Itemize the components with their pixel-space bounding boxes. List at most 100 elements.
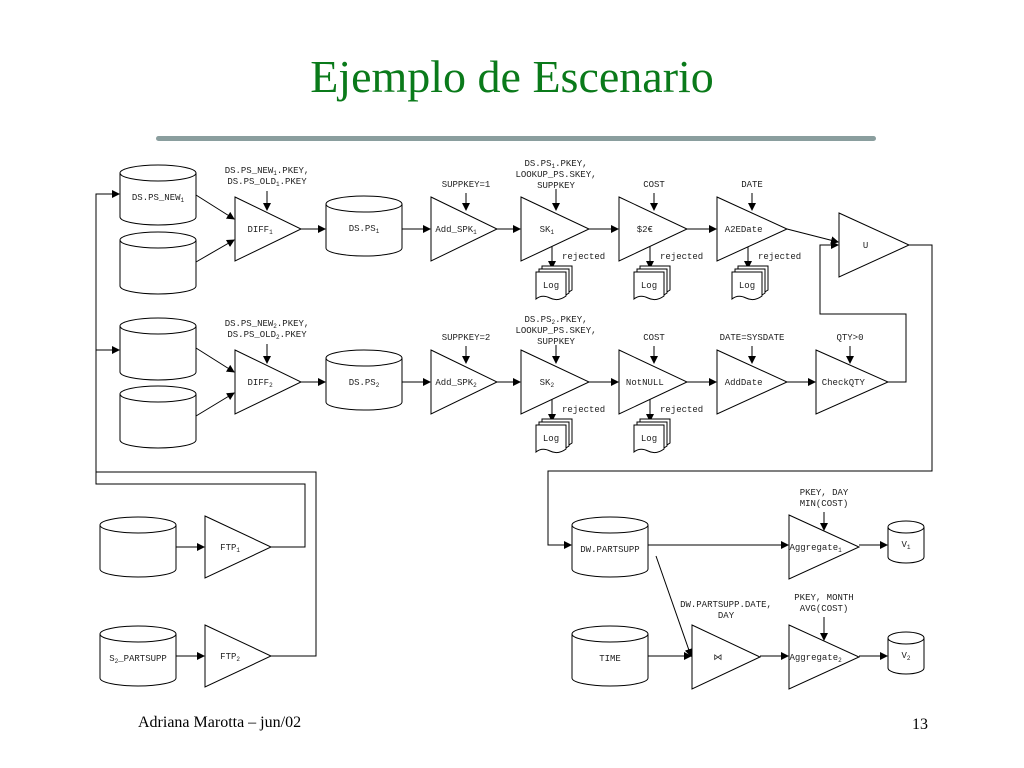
annotation-line: DAY xyxy=(718,611,735,621)
log-log5: Log xyxy=(633,418,671,454)
rejected-label: rejected xyxy=(660,252,703,262)
datastore-ds_ps_new2 xyxy=(119,317,197,381)
datastore-label: DS.PS2 xyxy=(349,378,380,389)
flow-edge xyxy=(195,239,235,263)
activity-agg1: Aggregate1 xyxy=(788,514,861,580)
datastore-label: DS.PS_NEW1 xyxy=(132,193,185,204)
log-label: Log xyxy=(641,434,657,444)
annotation-a_spk1: SUPPKEY=1 xyxy=(442,180,491,190)
annotation-line: QTY>0 xyxy=(836,333,863,343)
activity-label: DIFF1 xyxy=(247,225,273,236)
annotation-line: DS.PS_NEW1.PKEY, xyxy=(225,166,310,177)
activity-label: Aggregate1 xyxy=(789,543,842,554)
datastore-label: V2 xyxy=(901,651,910,662)
annotation-line: DS.PS1.PKEY, xyxy=(524,159,587,170)
activity-sk2: SK2 xyxy=(520,349,591,415)
annotation-line: SUPPKEY=2 xyxy=(442,333,491,343)
annotation-line: COST xyxy=(643,333,665,343)
activity-label: ⋈ xyxy=(713,653,722,663)
activity-notnull: NotNULL xyxy=(618,349,689,415)
activity-sk1: SK1 xyxy=(520,196,591,262)
log-log3: Log xyxy=(731,265,769,301)
activity-ftp1: FTP1 xyxy=(204,515,273,579)
annotation-a_spk2: SUPPKEY=2 xyxy=(442,333,491,343)
activity-label: U xyxy=(863,241,868,251)
annotation-a_diff2: DS.PS_NEW2.PKEY,DS.PS_OLD2.PKEY xyxy=(225,319,310,341)
datastore-label: S2_PARTSUPP xyxy=(109,654,167,665)
flow-edge xyxy=(95,346,306,548)
annotation-line: AVG(COST) xyxy=(800,604,849,614)
activity-add_spk2: Add_SPK2 xyxy=(430,349,499,415)
annotation-line: DS.PS_NEW2.PKEY, xyxy=(225,319,310,330)
annotation-line: DS.PS_OLD1.PKEY xyxy=(227,177,307,188)
flow-edge xyxy=(786,228,839,245)
datastore-s2_partsupp: S2_PARTSUPP xyxy=(99,625,177,687)
log-label: Log xyxy=(543,281,559,291)
flow-edge xyxy=(195,347,235,373)
slide-title: Ejemplo de Escenario xyxy=(310,51,714,102)
activity-label: DIFF2 xyxy=(247,378,273,389)
log-label: Log xyxy=(641,281,657,291)
activity-label: AddDate xyxy=(725,378,763,388)
annotation-line: DS.PS_OLD2.PKEY xyxy=(227,330,307,341)
datastore-dw_partsupp: DW.PARTSUPP xyxy=(571,516,649,578)
activity-label: SK2 xyxy=(540,378,555,389)
annotation-line: COST xyxy=(643,180,665,190)
activity-label: FTP2 xyxy=(220,652,240,663)
title-underline xyxy=(156,136,876,141)
annotation-line: PKEY, DAY xyxy=(800,488,849,498)
datastore-label: DS.PS1 xyxy=(349,224,380,235)
log-label: Log xyxy=(543,434,559,444)
activity-d2e: $2€ xyxy=(618,196,689,262)
activity-checkqty: CheckQTY xyxy=(815,349,890,415)
datastore-v1: V1 xyxy=(887,520,925,564)
flow-edge xyxy=(655,555,693,657)
log-label: Log xyxy=(739,281,755,291)
datastore-label: V1 xyxy=(901,540,910,551)
annotation-a_qty: QTY>0 xyxy=(836,333,863,343)
activity-ftp2: FTP2 xyxy=(204,624,273,688)
activity-label: NotNULL xyxy=(626,378,664,388)
activity-diff2: DIFF2 xyxy=(234,349,303,415)
flow-edge xyxy=(95,190,317,657)
activity-union: U xyxy=(838,212,911,278)
annotation-a_date2: DATE=SYSDATE xyxy=(720,333,785,343)
activity-label: SK1 xyxy=(540,225,555,236)
annotation-line: PKEY, MONTH xyxy=(794,593,853,603)
annotation-a_sk1: DS.PS1.PKEY,LOOKUP_PS.SKEY,SUPPKEY xyxy=(515,159,596,191)
annotation-line: SUPPKEY xyxy=(537,181,575,191)
activity-label: Add_SPK1 xyxy=(435,225,477,236)
annotation-line: SUPPKEY=1 xyxy=(442,180,491,190)
annotation-a_sk2: DS.PS2.PKEY,LOOKUP_PS.SKEY,SUPPKEY xyxy=(515,315,596,347)
annotation-line: SUPPKEY xyxy=(537,337,575,347)
datastore-v2: V2 xyxy=(887,631,925,675)
activity-label: Aggregate2 xyxy=(789,653,842,664)
flow-edge xyxy=(819,241,907,383)
log-log2: Log xyxy=(633,265,671,301)
rejected-label: rejected xyxy=(758,252,801,262)
datastore-ds_ps1: DS.PS1 xyxy=(325,195,403,257)
annotation-line: DW.PARTSUPP.DATE, xyxy=(680,600,772,610)
annotation-a_cost1: COST xyxy=(643,180,665,190)
annotation-line: DS.PS2.PKEY, xyxy=(524,315,587,326)
footer-author: Adriana Marotta – jun/02 xyxy=(138,714,302,731)
activity-a2edate: A2EDate xyxy=(716,196,789,262)
flow-edge xyxy=(547,244,933,549)
flow-edge xyxy=(195,392,235,417)
log-log1: Log xyxy=(535,265,573,301)
annotation-line: LOOKUP_PS.SKEY, xyxy=(515,326,596,336)
activity-label: CheckQTY xyxy=(822,378,866,388)
datastore-label: TIME xyxy=(599,654,621,664)
annotation-a_diff1: DS.PS_NEW1.PKEY,DS.PS_OLD1.PKEY xyxy=(225,166,310,188)
flow-edge xyxy=(195,194,235,220)
annotation-a_join: DW.PARTSUPP.DATE,DAY xyxy=(680,600,772,621)
page-number: 13 xyxy=(912,716,928,733)
activity-join: ⋈ xyxy=(691,624,762,690)
datastore-ds_ps_old1 xyxy=(119,231,197,295)
annotation-line: MIN(COST) xyxy=(800,499,849,509)
annotation-line: DATE xyxy=(741,180,763,190)
annotation-line: DATE=SYSDATE xyxy=(720,333,785,343)
